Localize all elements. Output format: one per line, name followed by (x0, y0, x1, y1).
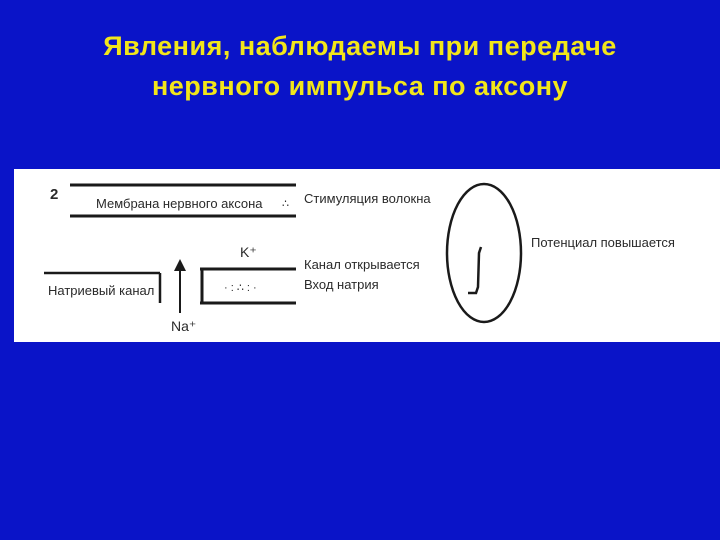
sodium-channel-label: Натриевый канал (48, 283, 154, 298)
membrane-label: Мембрана нервного аксона (96, 196, 263, 211)
sodium-ion-label: Na⁺ (171, 318, 196, 334)
sodium-entry-label: Вход натрия (304, 277, 379, 292)
channel-open-label: Канал открывается (304, 257, 420, 272)
title-line-1: Явления, наблюдаемы при передаче (103, 31, 617, 61)
potential-trace (468, 246, 483, 295)
step-number: 2 (50, 186, 58, 203)
potassium-label: K⁺ (240, 244, 257, 260)
oscilloscope-circle (445, 182, 523, 324)
channel-dots: · : ∴ : · (224, 282, 257, 294)
title-line-2: нервного импульса по аксону (151, 71, 569, 101)
stimulation-label: Стимуляция волокна (304, 191, 431, 206)
potential-label: Потенциал повышается (531, 235, 675, 250)
sodium-arrow-head (174, 259, 186, 271)
slide-title: Явления, наблюдаемы при передаче нервног… (0, 26, 720, 106)
axon-diagram: 2 Мембрана нервного аксона ∴ Стимуляция … (14, 169, 720, 342)
axon-diagram-svg: 2 Мембрана нервного аксона ∴ Стимуляция … (44, 182, 675, 334)
membrane-dots: ∴ (282, 198, 289, 210)
